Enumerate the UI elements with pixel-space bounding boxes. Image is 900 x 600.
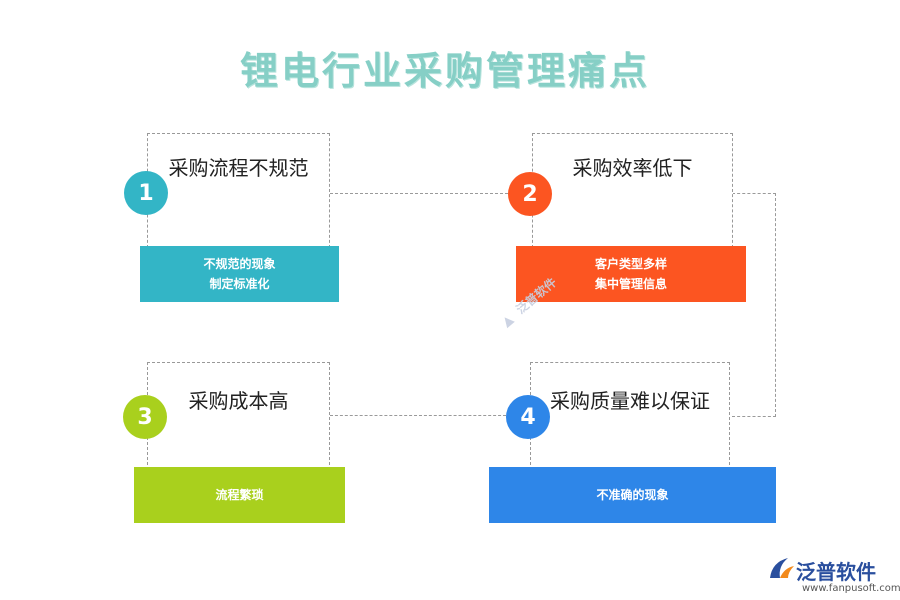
card-4-box: 采购质量难以保证 — [530, 362, 730, 470]
card-1-line-2: 制定标准化 — [209, 277, 270, 291]
watermark: 泛普软件 — [496, 274, 560, 332]
card-1-heading: 采购流程不规范 — [168, 156, 309, 180]
card-3-band: 流程繁琐 — [134, 467, 345, 523]
card-3-heading: 采购成本高 — [188, 389, 289, 413]
card-3-box: 采购成本高 — [147, 362, 330, 470]
connector-2-4 — [732, 193, 776, 417]
card-1-box: 采购流程不规范 — [147, 133, 330, 248]
fanpu-logo-icon — [504, 316, 515, 328]
logo-url: www.fanpusoft.com — [802, 583, 900, 594]
card-3-badge: 3 — [123, 395, 167, 439]
fanpu-logo-icon — [770, 558, 794, 578]
card-4-band: 不准确的现象 — [489, 467, 776, 523]
logo-text: 泛普软件 — [796, 560, 876, 584]
card-3-line-1: 流程繁琐 — [215, 488, 264, 502]
card-1-badge: 1 — [124, 171, 168, 215]
card-4-badge: 4 — [506, 395, 550, 439]
card-1-band: 不规范的现象 制定标准化 — [140, 246, 339, 302]
card-4-line-1: 不准确的现象 — [596, 488, 669, 502]
card-2-box: 采购效率低下 — [532, 133, 733, 248]
card-2-line-1: 客户类型多样 — [594, 257, 667, 271]
card-2-line-2: 集中管理信息 — [594, 277, 667, 291]
card-4-heading: 采购质量难以保证 — [550, 389, 710, 413]
card-2-badge: 2 — [508, 172, 552, 216]
page-title: 锂电行业采购管理痛点 — [240, 49, 651, 93]
card-1-line-1: 不规范的现象 — [203, 257, 276, 271]
card-2-heading: 采购效率低下 — [572, 156, 693, 180]
card-2-band: 客户类型多样 集中管理信息 — [516, 246, 746, 302]
connector-3-4 — [330, 415, 506, 416]
connector-1-2 — [330, 193, 508, 194]
